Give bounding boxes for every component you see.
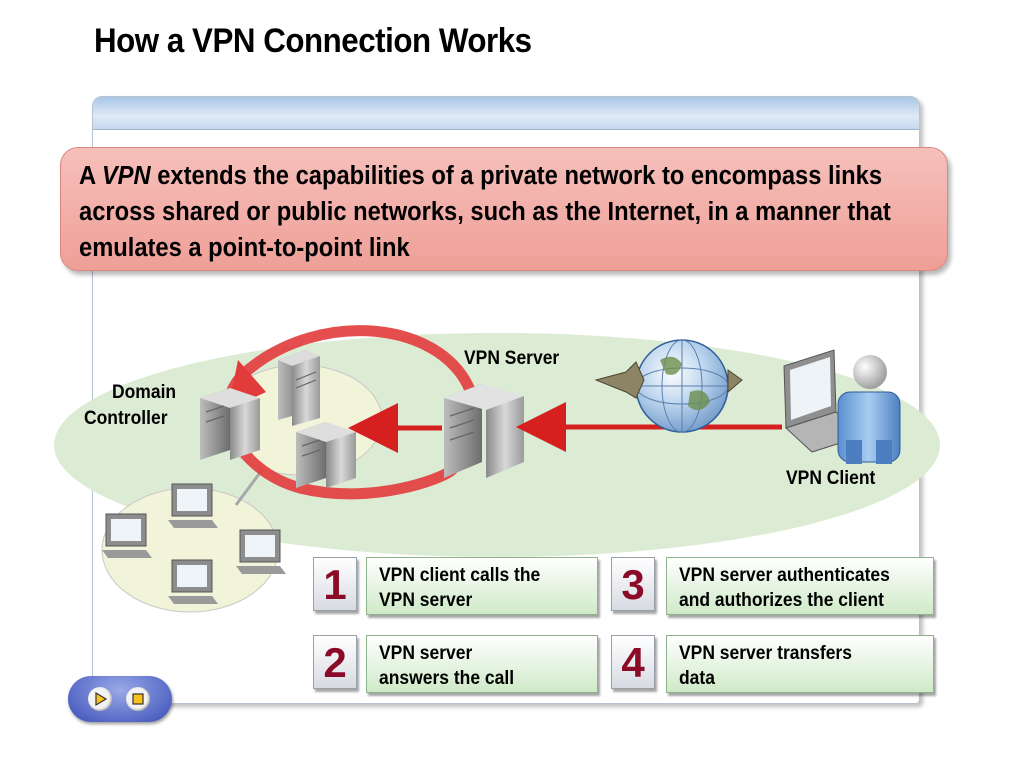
- step-1-line1: VPN client calls the: [379, 565, 541, 586]
- step-4-line1: VPN server transfers: [679, 643, 852, 664]
- workstation-icon: [168, 559, 218, 604]
- workstation-icon: [236, 529, 286, 574]
- step-1: VPN client calls the VPN server: [366, 557, 598, 615]
- workstation-icon: [168, 483, 218, 528]
- vpn-client-user-icon: [837, 355, 901, 464]
- play-icon: [95, 691, 108, 707]
- step-1-line2: VPN server: [379, 590, 473, 611]
- step-2-line1: VPN server: [379, 643, 473, 664]
- step-number-4: 4: [611, 635, 655, 689]
- domain-controller-label-line2: Controller: [84, 408, 168, 429]
- vpn-definition-callout: A VPN extends the capabilities of a priv…: [60, 147, 948, 271]
- server-icon: [278, 350, 320, 426]
- panel-header-bar: [93, 97, 919, 130]
- workstation-icon: [102, 513, 152, 558]
- vpn-client-label: VPN Client: [786, 468, 876, 489]
- internet-globe-icon: [594, 339, 743, 433]
- vpn-term: VPN: [101, 162, 151, 190]
- callout-prefix: A: [79, 162, 102, 190]
- vpn-server-icon: [444, 384, 524, 478]
- step-3-line2: and authorizes the client: [679, 590, 884, 611]
- domain-controller-icon: [200, 388, 260, 460]
- step-2-line2: answers the call: [379, 668, 515, 689]
- slide-title: How a VPN Connection Works: [94, 22, 532, 60]
- step-number-1: 1: [313, 557, 357, 611]
- vpn-server-label: VPN Server: [464, 348, 560, 369]
- step-3-line1: VPN server authenticates: [679, 565, 890, 586]
- step-2: VPN server answers the call: [366, 635, 598, 693]
- stop-icon: [132, 693, 144, 705]
- lan-link: [234, 469, 264, 506]
- domain-controller-label-line1: Domain: [112, 382, 177, 403]
- play-button[interactable]: [88, 687, 112, 711]
- playback-controls: [68, 676, 172, 722]
- step-4-line2: data: [679, 668, 715, 689]
- step-3: VPN server authenticates and authorizes …: [666, 557, 934, 615]
- vpn-definition-text: A VPN extends the capabilities of a priv…: [79, 158, 953, 266]
- server-icon: [296, 422, 356, 488]
- callout-rest: extends the capabilities of a private ne…: [79, 162, 891, 262]
- step-4: VPN server transfers data: [666, 635, 934, 693]
- step-number-2: 2: [313, 635, 357, 689]
- step-number-3: 3: [611, 557, 655, 611]
- stop-button[interactable]: [126, 687, 150, 711]
